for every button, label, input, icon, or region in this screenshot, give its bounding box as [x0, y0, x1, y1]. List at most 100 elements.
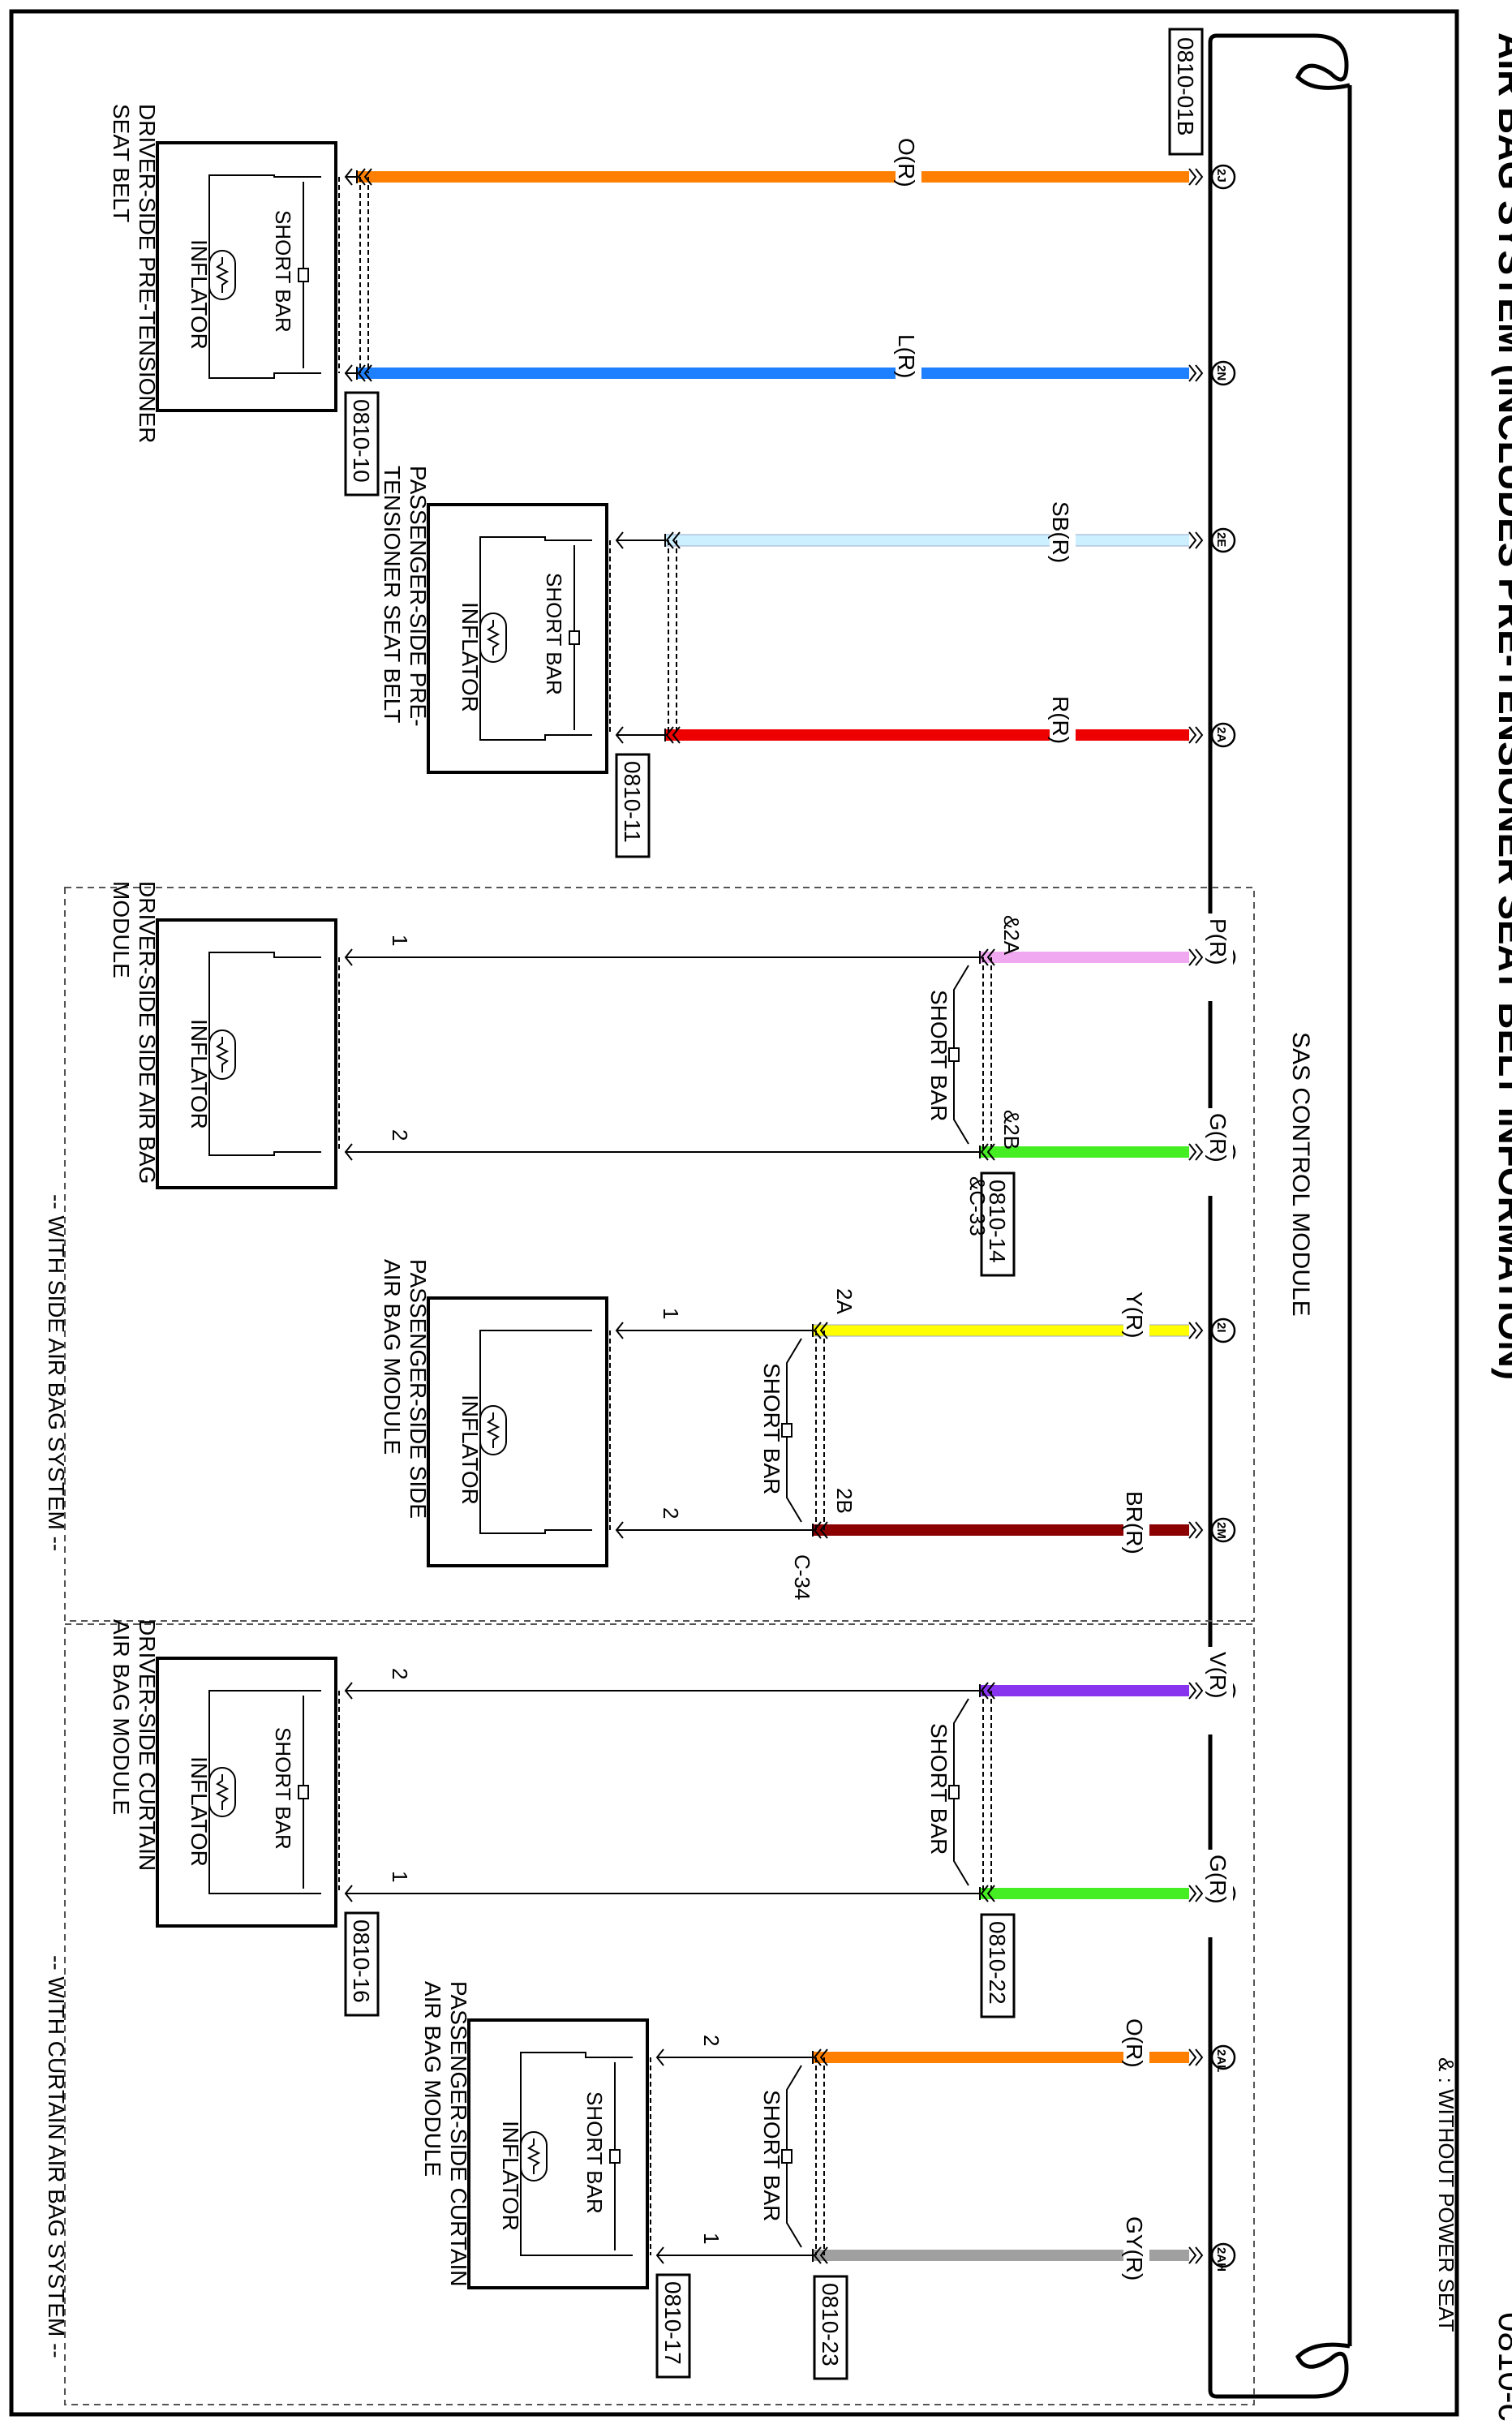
pin-number: 2 — [659, 1507, 683, 1519]
short-bar-contact — [609, 2149, 621, 2164]
short-bar-contact — [298, 268, 309, 282]
pin-number: 1 — [699, 2233, 724, 2244]
label-gap — [1123, 2014, 1149, 2101]
pin-label: 2B — [832, 1488, 857, 1514]
harness-connector-chevron — [357, 364, 372, 382]
short-bar-label: SHORT BAR — [582, 2091, 607, 2214]
inflator-label: INFLATOR — [498, 2121, 523, 2231]
resistor-icon — [215, 1774, 230, 1810]
harness-connector-chevron — [980, 1143, 995, 1161]
resistor-icon — [215, 1037, 230, 1072]
harness-connector-chevron — [665, 726, 681, 744]
pin-number: 1 — [659, 1308, 683, 1319]
label-gap — [1050, 496, 1076, 584]
pin-number: 1 — [388, 935, 412, 946]
terminal-circle — [1210, 2242, 1236, 2268]
module-box — [156, 918, 337, 1189]
harness-short-bar-label: SHORT BAR — [759, 2090, 784, 2221]
connector-ref-box — [344, 391, 380, 496]
wire-color-code: G(R) — [1205, 1113, 1231, 1163]
label-gap — [1207, 1647, 1233, 1734]
label-gap — [1207, 913, 1233, 1001]
terminal-circle — [1210, 2044, 1236, 2070]
resistor-icon — [215, 257, 230, 293]
wire-color-code: Y(R) — [1122, 1292, 1147, 1339]
terminal-label: 2AL — [1214, 2049, 1228, 2072]
inline-connector-ref: 0810-23 — [818, 2283, 843, 2366]
title-group: AIR BAG SYSTEM (INCLUDES PRE-TENSIONER S… — [1491, 32, 1512, 1380]
connector-ref-box — [980, 1171, 1016, 1277]
resistor-icon — [486, 620, 500, 656]
terminal-label: 2M — [1214, 1522, 1228, 1539]
component-name: DRIVER-SIDE PRE-TENSIONER — [135, 104, 160, 444]
terminal-label: 2A — [1214, 727, 1228, 742]
bus-connector-chevron — [1188, 168, 1204, 186]
terminal-label: 2AH — [1214, 2247, 1228, 2272]
component-name: PASSENGER-SIDE CURTAIN — [446, 1981, 471, 2287]
page-code-group: 0810-c — [1491, 2312, 1512, 2422]
module-chevron — [344, 948, 353, 966]
terminal-label: 2J — [1214, 169, 1228, 183]
label-gap — [896, 329, 921, 417]
legend-note: & : WITHOUT POWER SEAT — [1434, 2057, 1458, 2332]
harness-connector-chevron — [357, 168, 372, 186]
wire-color-code: SB(R) — [1048, 501, 1073, 563]
wire-color-code: O(R) — [1122, 2018, 1147, 2068]
wire-color-code: V(R) — [1205, 1652, 1231, 1699]
short-bar-contact — [298, 1785, 309, 1799]
label-gap — [1207, 1850, 1233, 1937]
component-name: SEAT BELT — [109, 104, 134, 222]
inflator-circuit — [520, 2052, 633, 2256]
control-module-label: SAS CONTROL MODULE — [1287, 1032, 1314, 1317]
component-name: DRIVER-SIDE CURTAIN — [135, 1619, 160, 1871]
harness-connector-chevron — [665, 531, 681, 549]
pin-number: 1 — [388, 1871, 412, 1882]
component-name: DRIVER-SIDE SIDE AIR BAG — [135, 881, 160, 1184]
terminal-circle — [1210, 360, 1236, 386]
module-chevron — [344, 1143, 353, 1161]
bus-connector-chevron — [1188, 726, 1204, 744]
connector-note: &C-33 — [965, 1176, 990, 1236]
module-chevron — [615, 1521, 624, 1539]
connector-ref: 0810-10 — [349, 399, 374, 483]
inflator-label: INFLATOR — [187, 1756, 212, 1867]
terminal-circle — [1210, 722, 1236, 748]
harness-connector-chevron — [813, 1322, 828, 1339]
module-chevron — [344, 1682, 353, 1700]
side-airbag-group-label: -- WITH SIDE AIR BAG SYSTEM -- — [44, 1194, 69, 1551]
control-module-connector-text: 0810-01B — [1173, 37, 1198, 135]
label-gap — [896, 133, 921, 221]
module-chevron — [615, 1322, 624, 1339]
harness-short-bar-label: SHORT BAR — [759, 1363, 784, 1494]
page-code: 0810-c — [1491, 2312, 1512, 2422]
label-gap — [1123, 1287, 1149, 1374]
resistor-icon — [486, 1412, 500, 1448]
module-chevron — [344, 168, 353, 186]
terminal-circle — [1210, 164, 1236, 190]
inline-ref-box — [813, 2275, 848, 2380]
harness-short-bar-contact — [781, 1423, 793, 1438]
terminal-circle — [1210, 1517, 1236, 1543]
inline-ref-box — [980, 1913, 1016, 2018]
wire-color-code: O(R) — [894, 138, 919, 187]
inflator-label: INFLATOR — [457, 602, 483, 712]
component-name: PASSENGER-SIDE PRE- — [406, 466, 431, 727]
bus-connector-chevron — [1188, 948, 1204, 966]
harness-connector-chevron — [980, 1885, 995, 1902]
bus-connector-chevron — [1188, 1682, 1204, 1700]
connector-ref-box — [615, 753, 651, 858]
short-bar-contact — [569, 630, 580, 645]
bus-connector-chevron — [1188, 1322, 1204, 1339]
label-gap — [1207, 1108, 1233, 1196]
short-bar-label: SHORT BAR — [271, 1727, 295, 1850]
bus-connector-chevron — [1188, 531, 1204, 549]
pin-label: &2B — [999, 1110, 1024, 1150]
connector-ref: 0810-17 — [660, 2281, 685, 2365]
wire-color-code: P(R) — [1205, 918, 1231, 965]
bus-connector-chevron — [1188, 1885, 1204, 1902]
harness-short-bar-label: SHORT BAR — [926, 990, 951, 1121]
harness-connector-chevron — [813, 1521, 828, 1539]
module-chevron — [344, 1885, 353, 1902]
